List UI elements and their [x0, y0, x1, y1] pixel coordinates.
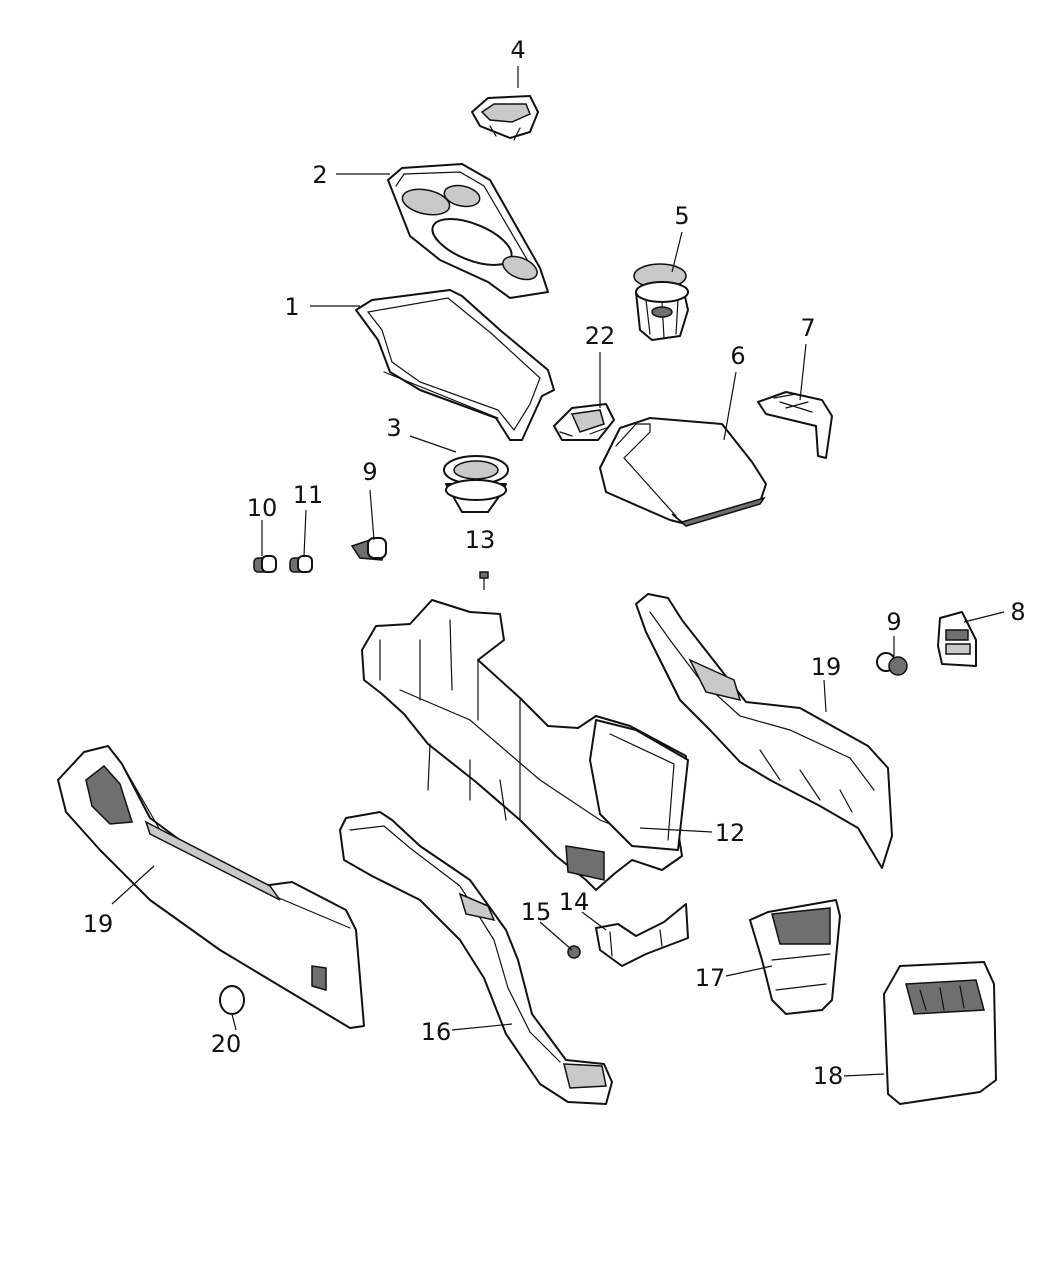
callout-15: 15 — [521, 898, 552, 926]
callout-8: 8 — [1010, 598, 1025, 626]
part-20-plug — [219, 985, 245, 1015]
part-13-screw — [479, 571, 489, 590]
part-7-hinge-bracket — [757, 391, 833, 459]
callout-19-right: 19 — [811, 653, 842, 681]
callout-20: 20 — [211, 1030, 242, 1058]
part-3-cup-holder — [443, 455, 509, 513]
callout-6: 6 — [730, 342, 745, 370]
callout-4: 4 — [510, 36, 525, 64]
part-4-shifter-bezel — [471, 95, 539, 141]
callout-5: 5 — [674, 202, 689, 230]
callout-19-left: 19 — [83, 910, 114, 938]
part-1-console-bezel-frame — [355, 289, 555, 441]
part-19-side-panel-right — [635, 593, 893, 869]
callout-9-left: 9 — [362, 458, 377, 486]
callout-3: 3 — [386, 414, 401, 442]
callout-2: 2 — [312, 161, 327, 189]
callout-11: 11 — [293, 481, 324, 509]
callout-18: 18 — [813, 1062, 844, 1090]
part-2-upper-bezel — [387, 163, 549, 299]
callout-17: 17 — [695, 964, 726, 992]
part-8-switch-module — [937, 611, 977, 667]
callout-12: 12 — [715, 819, 746, 847]
part-6-armrest-lid — [599, 417, 767, 527]
callout-1: 1 — [284, 293, 299, 321]
part-16-air-duct — [339, 811, 613, 1105]
part-12-console-base — [361, 599, 689, 891]
callout-9-right: 9 — [886, 608, 901, 636]
callout-10: 10 — [247, 494, 278, 522]
callout-22: 22 — [585, 322, 616, 350]
callout-16: 16 — [421, 1018, 452, 1046]
part-9-switch-left — [350, 537, 387, 561]
part-10-switch — [253, 555, 277, 573]
part-19-side-panel-left — [57, 745, 365, 1029]
callout-7: 7 — [800, 314, 815, 342]
part-11-switch — [289, 555, 313, 573]
part-9-switch-right — [876, 652, 908, 676]
part-14-bracket — [595, 903, 689, 967]
part-22-bracket — [553, 403, 615, 441]
callout-14: 14 — [559, 888, 590, 916]
callout-13: 13 — [465, 526, 496, 554]
part-5-cup-holder-insert — [633, 263, 689, 341]
part-17-rear-vent-housing — [749, 899, 841, 1015]
part-18-rear-panel — [883, 961, 997, 1105]
